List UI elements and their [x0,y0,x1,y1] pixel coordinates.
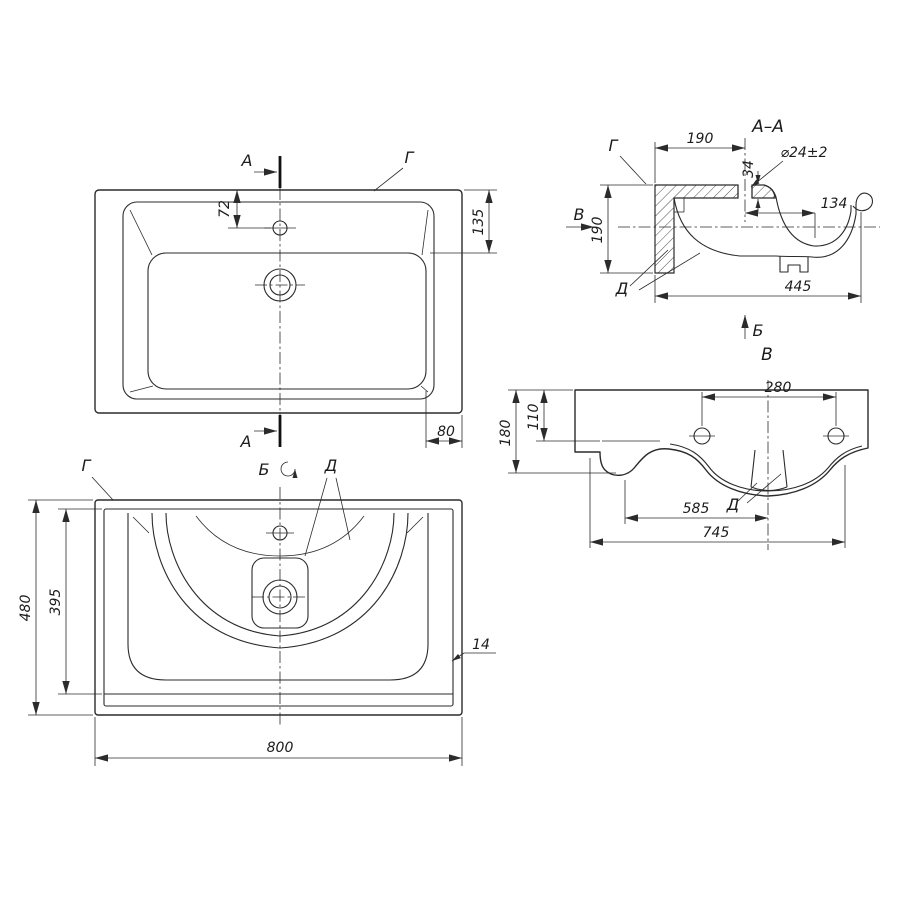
view-v-drain-right [782,449,788,488]
dim-hole-spacing: 280 [765,380,792,396]
view-v-inner-curve [669,443,863,492]
section-drain-stub [779,256,809,273]
dim-hole-dia: ⌀24±2 [781,145,828,161]
section-back-wall [654,184,739,274]
dim-front-height: 110 [526,404,542,431]
plan-outer-rim [94,189,463,414]
bottom-outer-rect [94,499,463,716]
section-letter-bottom: А [240,432,252,451]
view-v-detail-leader2 [746,473,782,504]
section-detail-leader2 [638,252,701,291]
dim-drain-offset: 585 [683,501,710,517]
bottom-view: Б Д Г 480 395 800 14 [18,456,496,766]
hole-dia-leader [750,160,784,188]
plan-basin-floor [147,252,427,390]
bottom-detail-leader1 [304,477,328,557]
dim14-leader [451,652,465,662]
bottom-basin-wall [127,513,429,681]
view-v-letter: В [574,205,585,224]
bottom-corner-label: Г [82,456,92,475]
plan-view: А А Г 72 135 80 [94,148,497,451]
bottom-view-letter: Б [259,460,270,479]
plan-corner-slope-br [420,385,429,393]
dim-width-v: 745 [703,525,730,541]
section-corner-label: Г [609,136,619,155]
dim-back-depth: 135 [471,209,487,236]
section-detail-leader1 [629,249,669,287]
view-b-letter: Б [753,321,764,340]
plan-inner-rim [122,201,435,400]
section-aa-view: А–А Г В Б Д 190 34 ⌀24±2 [566,117,880,340]
dim-width: 800 [267,740,294,756]
dim-side-deck: 80 [437,424,455,440]
bottom-inner-wall [103,508,454,707]
dim-faucet-offset: 72 [217,200,233,218]
view-v: В Д 280 180 110 585 [498,345,869,550]
plan-corner-label: Г [405,148,415,167]
bottom-corner-slope-r [406,516,424,534]
dim-wall: 14 [472,637,490,653]
dim-height: 190 [590,217,606,244]
dim-top-width: 190 [687,131,714,147]
dim-total-depth: 445 [785,279,812,295]
plan-corner-slope-tl [129,209,153,256]
section-letter-top: А [241,151,253,170]
section-title: А–А [751,117,784,137]
dim-inner-depth: 395 [48,589,64,616]
section-deck-front [751,184,776,199]
plan-corner-slope-tr [421,209,429,256]
dim-height-v: 180 [498,420,514,447]
view-v-title: В [761,345,773,365]
dim-hole-to-edge: 134 [821,196,848,212]
section-detail-label: Д [615,279,629,298]
section-corner-leader [619,155,647,185]
rim-roll [852,192,874,212]
view-v-drain-bottom [750,486,788,492]
bottom-corner-leader [91,476,114,501]
view-v-detail-leader1 [737,482,758,502]
view-v-drain-left [750,449,756,488]
view-v-outline [574,389,869,497]
plan-corner-slope-bl [129,385,154,393]
bowl-outer-surface [673,197,857,258]
plan-corner-leader [373,167,404,192]
bowl-inner-surface [763,184,852,247]
bottom-detail-leader2 [335,477,351,541]
dim-depth: 480 [18,595,34,622]
view-v-detail-label: Д [726,495,740,514]
dim-deck-thickness: 34 [741,160,757,178]
bottom-detail-label: Д [324,456,338,475]
rotated-view-icon [280,461,298,479]
bottom-corner-slope-l [132,516,150,534]
